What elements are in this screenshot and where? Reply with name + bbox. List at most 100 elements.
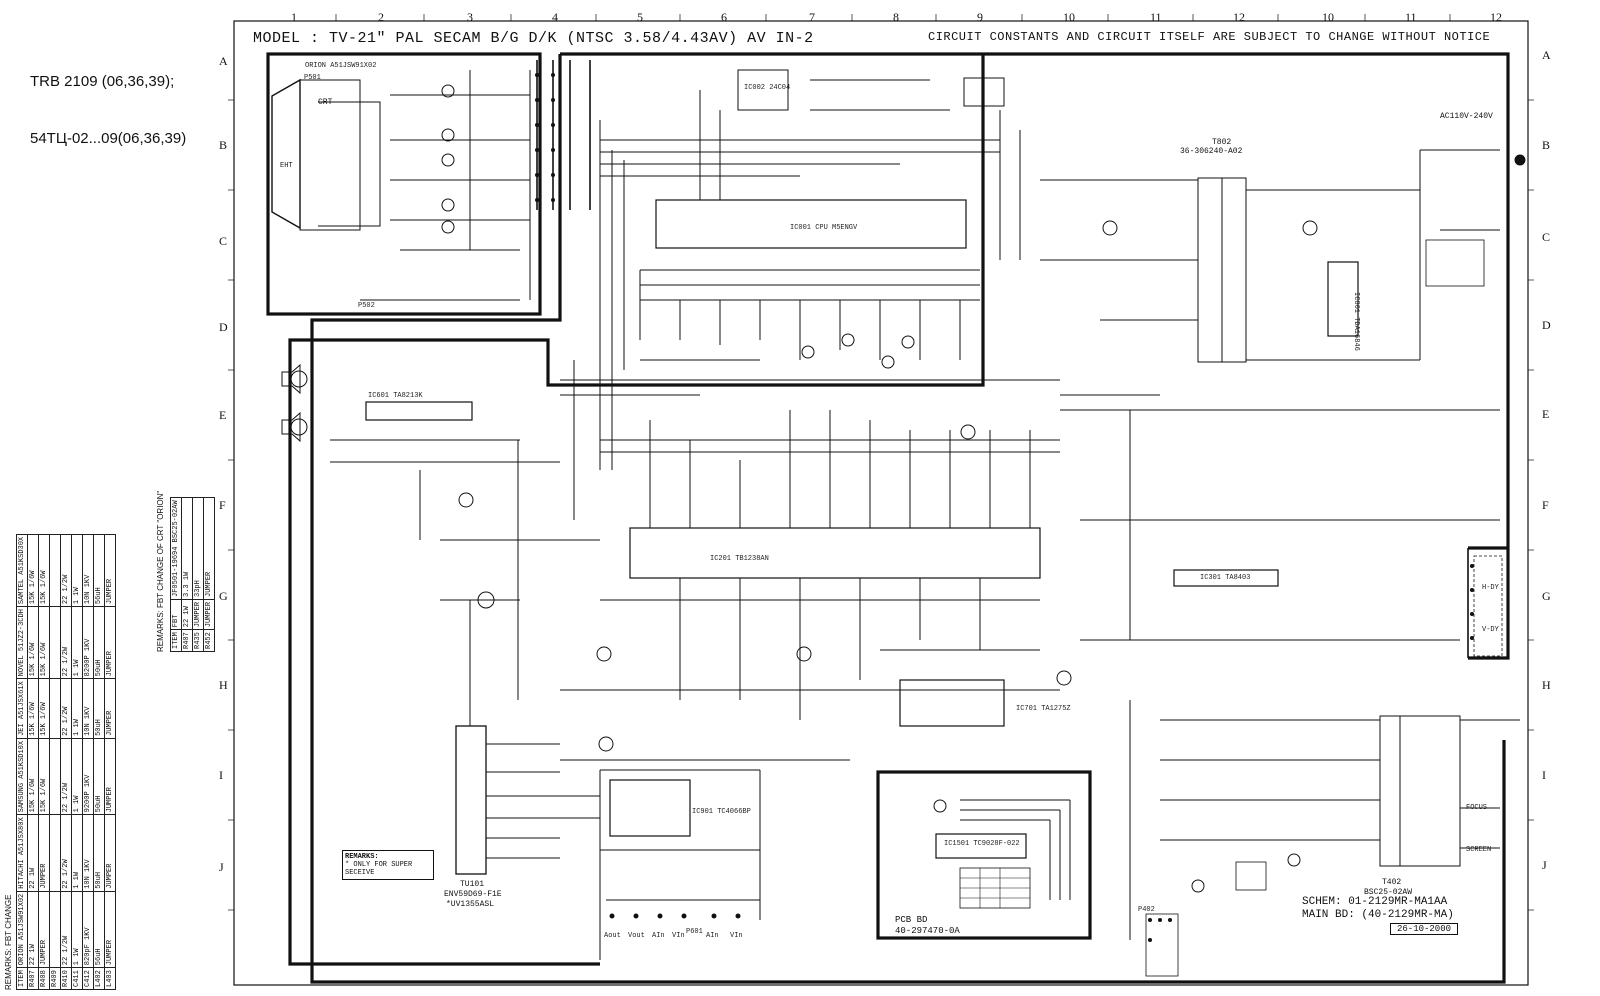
grid-row-letter: H <box>1542 678 1551 692</box>
grid-row-letter: E <box>1542 407 1550 421</box>
table-cell: 50uH <box>93 814 105 892</box>
ic1501-label: IC1501 TC9028F-022 <box>944 840 1020 848</box>
grid-row-letter: H <box>219 678 228 692</box>
change-notice: CIRCUIT CONSTANTS AND CIRCUIT ITSELF ARE… <box>928 30 1491 44</box>
eht-label: EHT <box>280 162 293 170</box>
screen-label: SCREEN <box>1466 846 1492 854</box>
table-cell: 50uH <box>93 606 105 679</box>
grid-column-number: 7 <box>809 10 815 24</box>
table-cell: 22 1/2W <box>60 738 72 815</box>
table-cell: 56uH <box>93 891 105 968</box>
remarks-box: REMARKS: * ONLY FOR SUPER SECEIVE <box>342 850 434 880</box>
table-row: R409 <box>49 534 61 990</box>
table-row: R452 JUMPER JUMPER <box>203 497 215 652</box>
grid-row-letter: I <box>1542 768 1546 782</box>
ic002-label: IC002 24C04 <box>744 84 791 92</box>
table-cell: 15K 1/6W <box>38 738 50 815</box>
t402-label: T402 <box>1382 878 1402 887</box>
grid-column-number: 3 <box>467 10 473 24</box>
table-cell: JF0501-19694 BSC25-02AW <box>170 497 182 600</box>
grid-row-letter: G <box>1542 589 1551 603</box>
schem-number: SCHEM: 01-2129MR-MA1AA <box>1302 896 1448 908</box>
ic701-label: IC701 TA1275Z <box>1016 705 1071 713</box>
p402-label: P402 <box>1138 906 1155 914</box>
tuner-label: TU101 <box>460 880 485 889</box>
table-cell: R435 <box>192 629 204 652</box>
ic201-body <box>629 527 1041 579</box>
grid-row-letter: A <box>219 54 228 68</box>
grid-row-letter: F <box>219 498 226 512</box>
table-row: R407 22 1W 3.3 1W <box>181 497 193 652</box>
table-row: R435 JUMPER 33pH <box>192 497 204 652</box>
document-title-line-2: 54ТЦ-02...09(06,36,39) <box>30 130 187 147</box>
connector-label: VIn <box>672 932 685 940</box>
table-cell: 22 1W <box>181 599 193 630</box>
crt-board-outline <box>266 52 542 316</box>
schematic-date: 26-10-2000 <box>1390 923 1459 935</box>
table-row: R408 JUMPER JUMPER 15K 1/6W 15K 1/6W 15K… <box>38 534 50 990</box>
p402-body <box>1145 913 1179 977</box>
table-cell: 15K 1/6W <box>27 606 39 679</box>
grid-row-letter: G <box>219 589 228 603</box>
table-cell: C412 <box>82 967 94 990</box>
table-header-cell: ITEM <box>16 967 28 990</box>
table-cell: 15K 1/6W <box>38 534 50 607</box>
grid-column-number: 6 <box>721 10 727 24</box>
tuner-alt-part-number: *UV1355ASL <box>446 900 495 909</box>
ic1501-board-outline <box>876 770 1092 940</box>
grid-row-letter: C <box>1542 230 1551 244</box>
table-header-cell: SAMSUNG A51KSD10X <box>16 738 28 815</box>
grid-row-letter: J <box>219 860 224 874</box>
connector-label: AIn <box>706 932 719 940</box>
table-cell <box>49 606 61 679</box>
connector-label: AIn <box>652 932 665 940</box>
table-cell: 3.3 1W <box>181 497 193 600</box>
fbt-table-caption: REMARKS: FBT CHANGE OF CRT "ORION" <box>156 490 165 652</box>
crt-label: CRT <box>318 98 333 107</box>
table-cell: R409 <box>49 967 61 990</box>
table-cell: 15K 1/6W <box>38 678 50 739</box>
ic002-body <box>737 69 789 111</box>
table-cell: 22 1/2W <box>60 606 72 679</box>
focus-label: FOCUS <box>1466 804 1488 812</box>
table-header-row: ITEM ORION A51JSW91X02 HITACHI A51JSX80X… <box>16 534 28 990</box>
ic901-label: IC901 TC4066BP <box>692 808 751 816</box>
table-cell: ITEM <box>170 629 182 652</box>
table-cell: C411 <box>71 967 83 990</box>
ic201-label: IC201 TB1238AN <box>710 555 769 563</box>
grid-column-number: 1 <box>291 10 297 24</box>
ic301-label: IC301 TA8403 <box>1200 574 1251 582</box>
ic901-body <box>609 779 691 837</box>
ic601-label: IC601 TA8213K <box>368 392 423 400</box>
table-row: ITEM FBT JF0501-19694 BSC25-02AW <box>170 497 182 652</box>
document-title: TRB 2109 (06,36,39); 54ТЦ-02...09(06,36,… <box>30 34 186 167</box>
p501-label: P501 <box>304 74 321 82</box>
ic1501-body <box>935 833 1027 859</box>
grid-row-letter: I <box>219 768 223 782</box>
table-cell: 22 1/2W <box>60 678 72 739</box>
connector-label: VIn <box>730 932 743 940</box>
table-header-cell: JEI A51JSX61X <box>16 678 28 739</box>
ic801-label: IC801 TDA16846 <box>1352 292 1360 351</box>
table-cell <box>49 738 61 815</box>
table-cell: 10N 1KV <box>82 678 94 739</box>
connector-label: Aout <box>604 932 621 940</box>
grid-row-letter: F <box>1542 498 1549 512</box>
table-row: C411 1 1W 1 1W 1 1W 1 1W 1 1W 1 1W <box>71 534 83 990</box>
table-cell: 10N 1KV <box>82 534 94 607</box>
table-cell: JUMPER <box>104 814 116 892</box>
ic801-body <box>1327 261 1359 337</box>
grid-column-number: 9 <box>977 10 983 24</box>
table-header-cell: NOVEL 51JZ2-3CDH <box>16 606 28 679</box>
t802-label: T802 <box>1212 138 1232 147</box>
table-cell <box>49 534 61 607</box>
t402-body <box>1379 715 1461 867</box>
remote-receiver-body <box>963 77 1005 107</box>
v-dy-label: V-DY <box>1482 626 1499 634</box>
t402-part-number: BSC25-02AW <box>1364 888 1413 897</box>
table-cell: R408 <box>38 967 50 990</box>
fbt-change-table: ITEM FBT JF0501-19694 BSC25-02AW R407 22… <box>170 497 215 652</box>
table-cell: R452 <box>203 629 215 652</box>
table-cell: 10N 1KV <box>82 814 94 892</box>
pcb-label: PCB BD <box>895 915 928 925</box>
